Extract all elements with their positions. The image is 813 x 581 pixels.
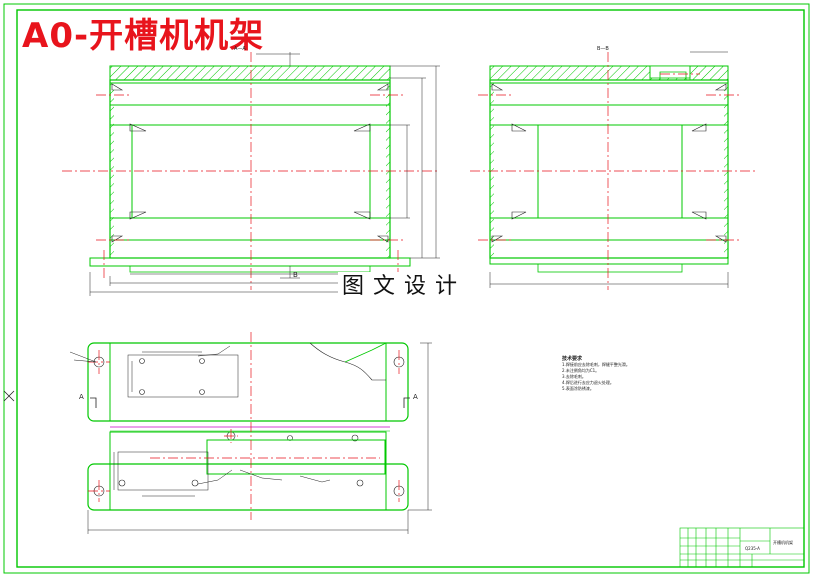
notes-line: 4.焊后进行去应力退火处理。 bbox=[562, 380, 614, 385]
drawing-title: A0-开槽机机架 bbox=[22, 16, 265, 56]
cross-mark-icon bbox=[3, 390, 15, 402]
notes-heading: 技术要求 bbox=[562, 356, 583, 362]
watermark-text: 图文设计 bbox=[338, 272, 471, 302]
front-view bbox=[62, 52, 440, 296]
view-letter-b: B bbox=[293, 271, 298, 279]
view-letter-a-left: A bbox=[79, 393, 84, 401]
notes-line: 1.焊接前应去除毛刺，焊缝平整光滑。 bbox=[562, 362, 630, 367]
section-label-b: B—B bbox=[597, 46, 609, 52]
section-label-a: A—A bbox=[234, 46, 246, 52]
inner-border bbox=[16, 9, 805, 568]
title-block-name: 开槽机机架 bbox=[773, 540, 793, 545]
side-view bbox=[470, 51, 758, 290]
notes-line: 2.未注倒角均为C1。 bbox=[562, 368, 600, 373]
view-letter-a-right: A bbox=[413, 393, 418, 401]
title-block-material: Q235-A bbox=[745, 546, 760, 551]
plan-view bbox=[69, 332, 432, 534]
technical-notes: 技术要求 1.焊接前应去除毛刺，焊缝平整光滑。 2.未注倒角均为C1。 3.去除… bbox=[562, 356, 642, 392]
notes-line: 5.表面涂防锈漆。 bbox=[562, 386, 594, 391]
title-block bbox=[679, 527, 805, 568]
notes-line: 3.去除毛刺。 bbox=[562, 374, 586, 379]
outer-border bbox=[3, 3, 810, 574]
